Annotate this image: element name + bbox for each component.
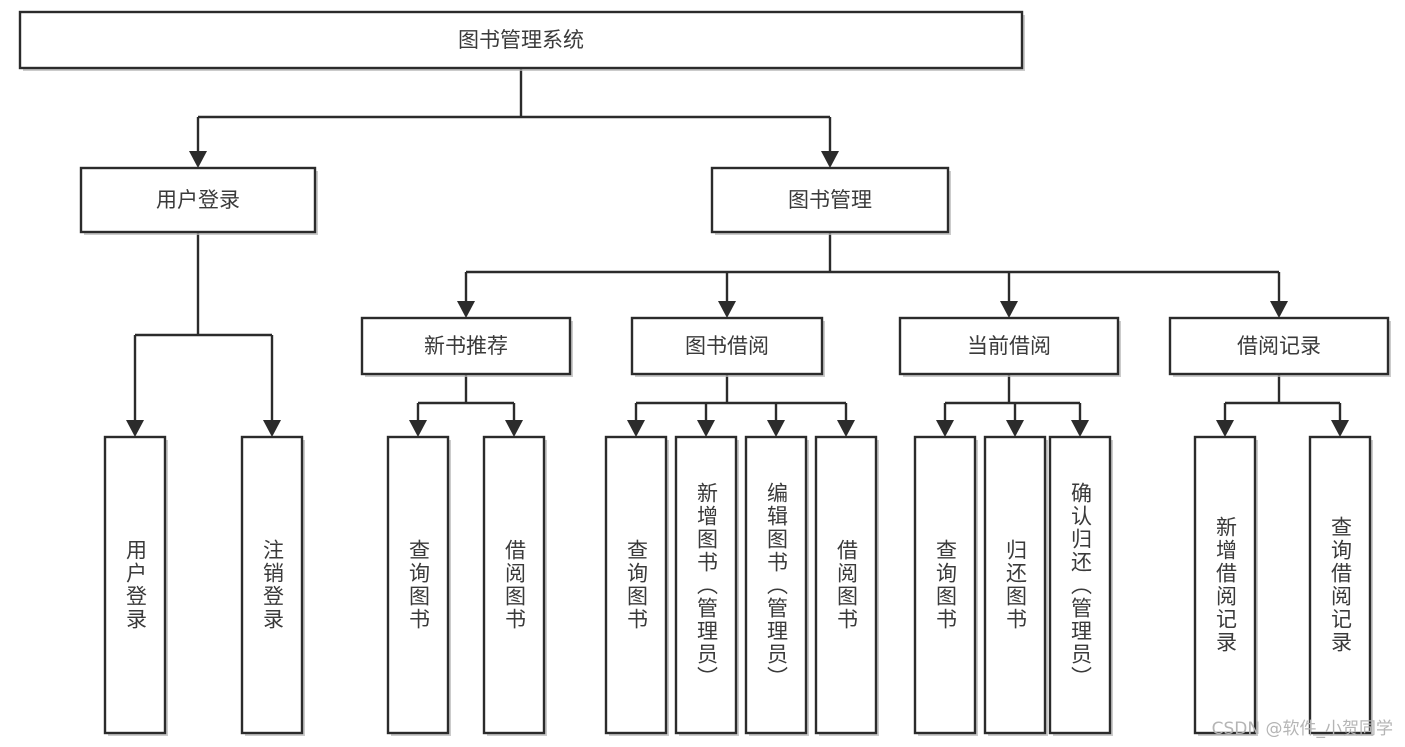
node-box[interactable] (1168, 316, 1390, 376)
arrow-head (1270, 301, 1288, 318)
node-leaf-bb-borrow[interactable] (814, 435, 879, 736)
arrow-head (1006, 420, 1024, 437)
arrow-head (821, 151, 839, 168)
node-user-login[interactable] (79, 166, 318, 235)
connector-layer (126, 68, 1349, 437)
connector-user-login (126, 232, 281, 437)
node-box[interactable] (482, 435, 546, 735)
node-box[interactable] (898, 316, 1120, 376)
node-box[interactable] (604, 435, 668, 735)
arrow-head (505, 420, 523, 437)
arrow-head (263, 420, 281, 437)
arrow-head (718, 301, 736, 318)
node-box[interactable] (103, 435, 167, 735)
node-leaf-bb-add[interactable] (674, 435, 739, 736)
node-box[interactable] (18, 10, 1024, 70)
arrow-head (1000, 301, 1018, 318)
node-box[interactable] (360, 316, 572, 376)
node-label-root: 图书管理系统 (458, 28, 584, 52)
node-new-book-rec[interactable] (360, 316, 573, 377)
arrow-head (627, 420, 645, 437)
node-label-book-borrow: 图书借阅 (685, 334, 769, 358)
connector-book-borrow (627, 374, 855, 437)
connector-book-manage (457, 232, 1288, 318)
node-box[interactable] (240, 435, 304, 735)
node-leaf-bb-edit[interactable] (744, 435, 809, 736)
arrow-head (697, 420, 715, 437)
node-label-book-manage: 图书管理 (788, 188, 872, 212)
arrow-head (1216, 420, 1234, 437)
node-leaf-cb-confirm[interactable] (1048, 435, 1113, 736)
arrow-head (1331, 420, 1349, 437)
arrow-head (457, 301, 475, 318)
arrow-head (409, 420, 427, 437)
arrow-head (126, 420, 144, 437)
node-label-borrow-record: 借阅记录 (1237, 334, 1321, 358)
node-leaf-rec-borrow[interactable] (482, 435, 547, 736)
node-borrow-record[interactable] (1168, 316, 1391, 377)
node-leaf-user-login[interactable] (103, 435, 168, 736)
node-box[interactable] (710, 166, 950, 234)
arrow-head (936, 420, 954, 437)
watermark-text: CSDN @软件_小贺同学 (1211, 719, 1393, 739)
connector-borrow-record (1216, 374, 1349, 437)
node-root[interactable] (18, 10, 1025, 71)
node-box[interactable] (913, 435, 977, 735)
connector-new-book-rec (409, 374, 523, 437)
node-box[interactable] (674, 435, 738, 735)
node-leaf-bb-query[interactable] (604, 435, 669, 736)
node-leaf-rec-query[interactable] (386, 435, 451, 736)
node-box[interactable] (79, 166, 317, 234)
node-box[interactable] (1193, 435, 1257, 735)
arrow-head (189, 151, 207, 168)
node-box[interactable] (386, 435, 450, 735)
arrow-head (767, 420, 785, 437)
node-leaf-br-add[interactable] (1193, 435, 1258, 736)
node-box[interactable] (1308, 435, 1372, 735)
node-book-borrow[interactable] (630, 316, 825, 377)
node-box[interactable] (983, 435, 1047, 735)
node-label-user-login: 用户登录 (156, 188, 240, 212)
node-leaf-br-query[interactable] (1308, 435, 1373, 736)
node-leaf-logout[interactable] (240, 435, 305, 736)
node-label-new-book-rec: 新书推荐 (424, 334, 508, 358)
node-box[interactable] (1048, 435, 1112, 735)
arrow-head (1071, 420, 1089, 437)
connector-current-borrow (936, 374, 1089, 437)
arrow-head (837, 420, 855, 437)
connector-root (189, 68, 839, 168)
node-box[interactable] (630, 316, 824, 376)
node-leaf-cb-return[interactable] (983, 435, 1048, 736)
node-leaf-cb-query[interactable] (913, 435, 978, 736)
node-box[interactable] (814, 435, 878, 735)
node-current-borrow[interactable] (898, 316, 1121, 377)
node-label-current-borrow: 当前借阅 (967, 334, 1051, 358)
node-layer (18, 10, 1391, 736)
node-box[interactable] (744, 435, 808, 735)
node-book-manage[interactable] (710, 166, 951, 235)
